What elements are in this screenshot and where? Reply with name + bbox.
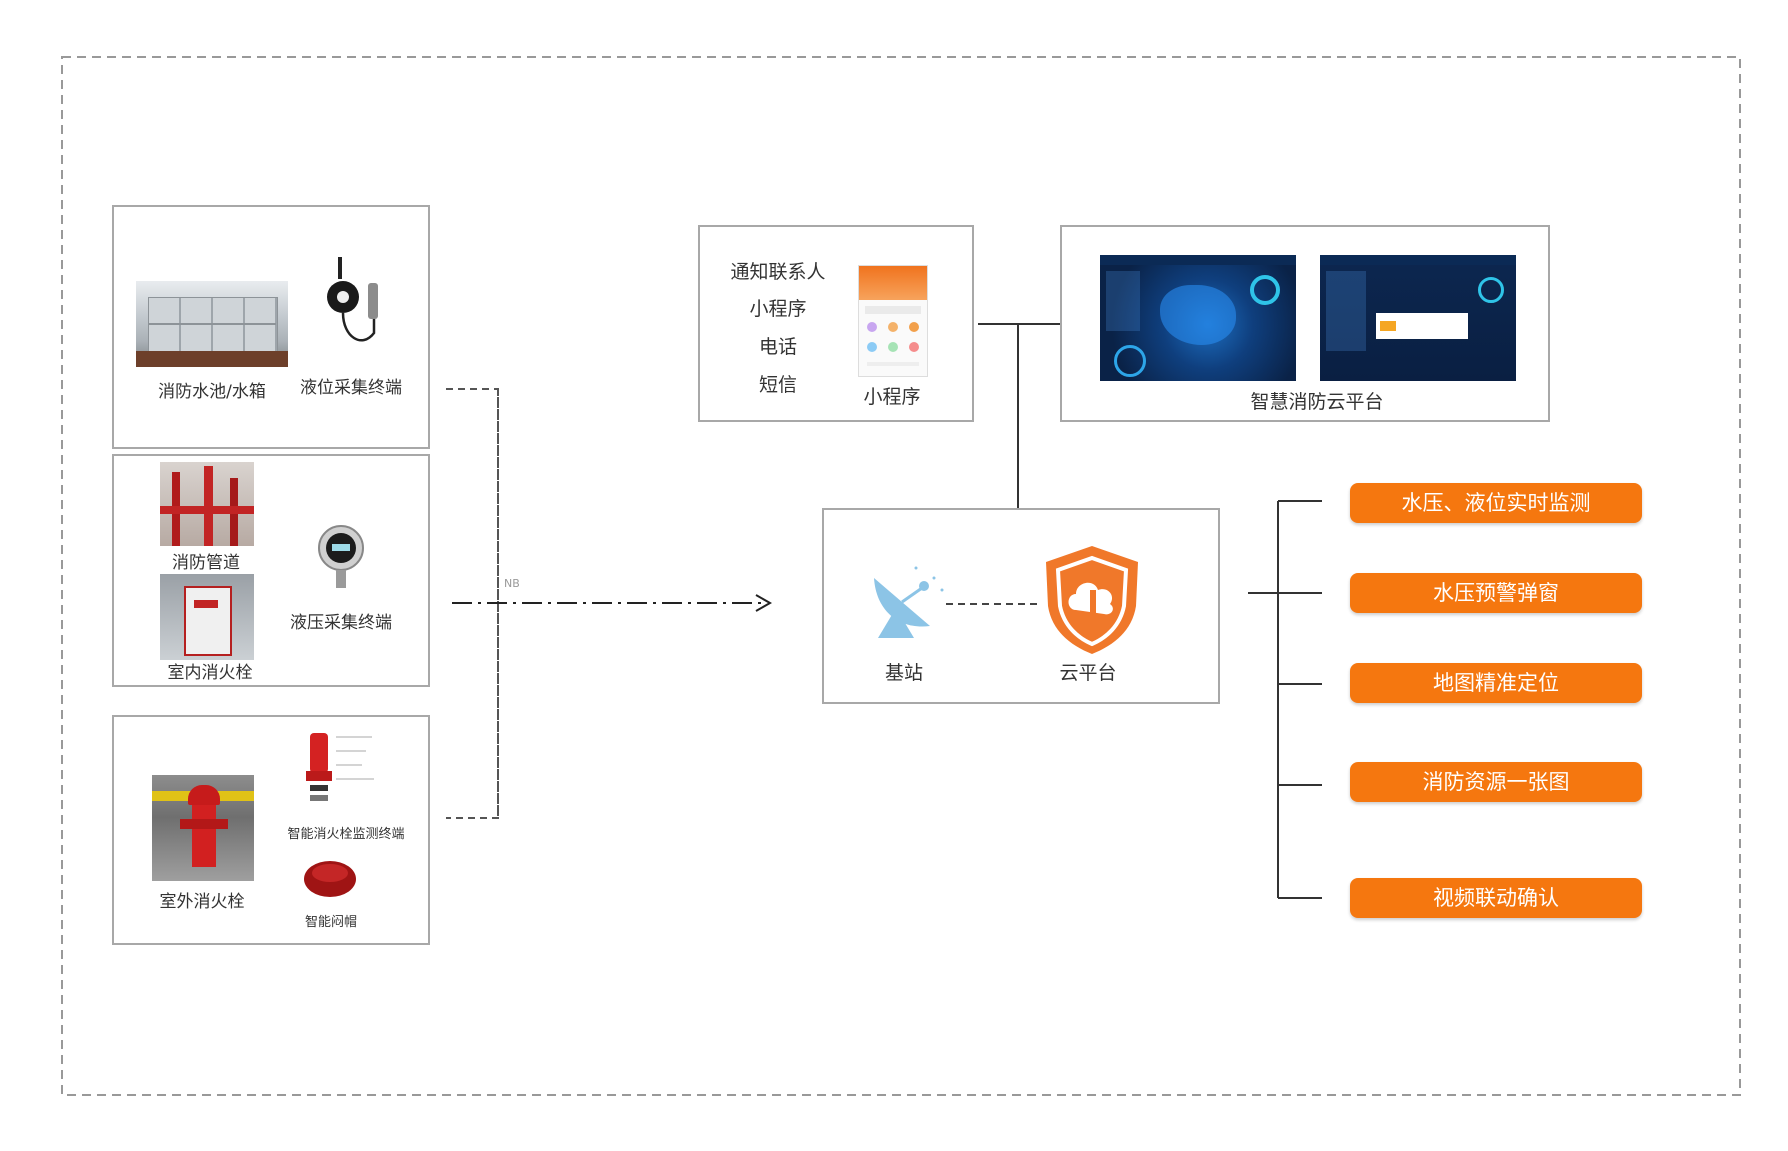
smart-cap-label: 智能闷帽	[304, 915, 358, 930]
feature-tag-realtime-monitoring: 水压、液位实时监测	[1350, 483, 1642, 523]
smart-cap-icon	[304, 861, 356, 897]
device-group-indoor: 消防管道 室内消火栓 液压采集终端	[112, 454, 430, 687]
platform-connector	[978, 323, 1060, 508]
dashboard-screenshot-alert	[1320, 255, 1516, 381]
cloud-label: 云平台	[1059, 662, 1117, 684]
base-station-label: 基站	[884, 662, 924, 684]
feature-tag-pressure-alert: 水压预警弹窗	[1350, 573, 1642, 613]
pressure-sensor-label: 液压采集终端	[290, 613, 392, 633]
mini-program-screenshot	[858, 265, 928, 377]
level-sensor-icon	[327, 257, 378, 342]
tank-label: 消防水池/水箱	[158, 382, 266, 402]
hydrant-monitor-icon	[306, 733, 374, 801]
cloud-shield-icon	[1046, 546, 1138, 654]
level-sensor-label: 液位采集终端	[300, 378, 402, 398]
feature-bracket	[1248, 500, 1322, 899]
mini-program-label: 小程序	[863, 386, 921, 408]
outdoor-hydrant-photo	[152, 775, 254, 881]
hydrant-monitor-label: 智能消火栓监测终端	[287, 827, 405, 842]
outdoor-hydrant-label: 室外消火栓	[159, 892, 245, 912]
nb-arrow-head	[755, 594, 773, 612]
notify-item: 通知联系人	[730, 261, 826, 283]
dashboard-screenshot-map	[1100, 255, 1296, 381]
notify-item: 小程序	[749, 298, 807, 320]
water-tank-photo	[136, 281, 288, 367]
outer-dashed-frame	[61, 56, 1741, 1096]
notify-item: 电话	[758, 336, 798, 358]
pressure-sensor-icon	[318, 525, 364, 588]
cloud-platform-label: 智慧消防云平台	[1250, 391, 1384, 413]
device-group-tank: 消防水池/水箱 液位采集终端	[112, 205, 430, 449]
pipe-label: 消防管道	[172, 553, 240, 573]
core-network-panel: 基站 云平台	[822, 508, 1220, 704]
base-station-icon	[874, 566, 944, 638]
notification-panel: 通知联系人 小程序 电话 短信 小程序	[698, 225, 974, 422]
device-group-outdoor: 室外消火栓 智能消火栓监测终端 智能闷帽	[112, 715, 430, 945]
feature-tag-video-linkage: 视频联动确认	[1350, 878, 1642, 918]
feature-tag-map-location: 地图精准定位	[1350, 663, 1642, 703]
station-cloud-link	[946, 603, 1042, 605]
cloud-platform-panel: 智慧消防云平台	[1060, 225, 1550, 422]
notify-item: 短信	[758, 374, 798, 396]
feature-tag-resource-map: 消防资源一张图	[1350, 762, 1642, 802]
indoor-hydrant-photo	[160, 574, 254, 660]
nb-link-label: NB	[504, 577, 520, 590]
indoor-hydrant-label: 室内消火栓	[167, 663, 253, 683]
fire-pipe-photo	[160, 462, 254, 546]
